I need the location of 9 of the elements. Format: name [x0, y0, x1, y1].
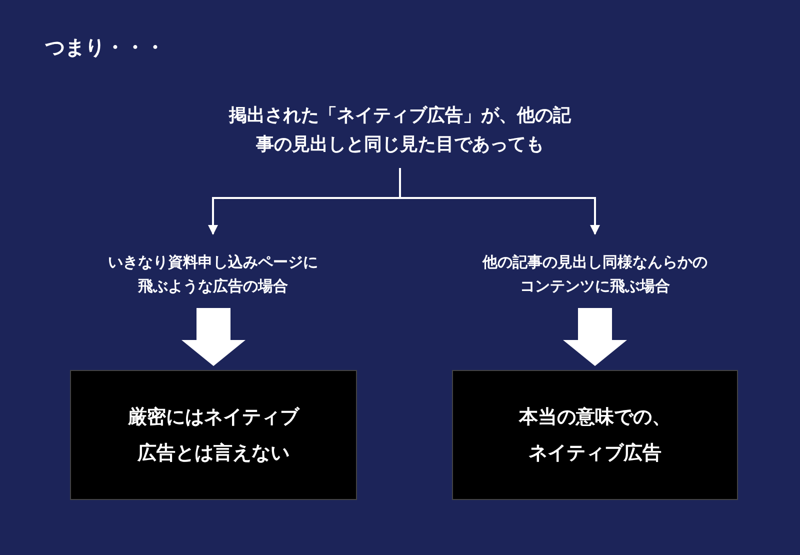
block-arrow: [182, 308, 246, 366]
condition-text: いきなり資料申し込みページに飛ぶような広告の場合: [83, 246, 343, 302]
slide-title: つまり・・・: [45, 34, 165, 61]
conclusion-box: 厳密にはネイティブ広告とは言えない: [70, 370, 357, 500]
statement-text: 掲出された「ネイティブ広告」が、他の記事の見出しと同じ見た目であっても: [180, 100, 620, 162]
arrow: [399, 168, 600, 235]
condition-text: 他の記事の見出し同様なんらかのコンテンツに飛ぶ場合: [465, 246, 725, 302]
conclusion-box: 本当の意味での、ネイティブ広告: [452, 370, 738, 500]
block-arrow: [563, 308, 627, 366]
